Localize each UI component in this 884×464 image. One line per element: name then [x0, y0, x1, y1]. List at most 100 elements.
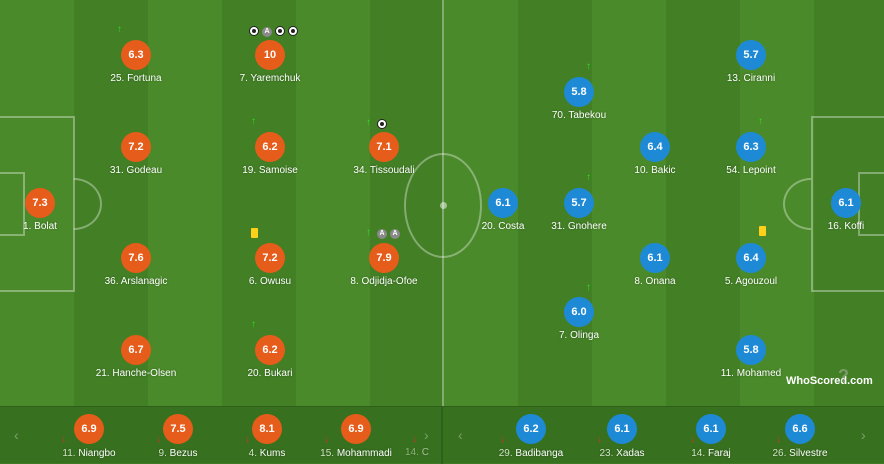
player-away-rb[interactable]: 5.8 11. Mohamed [696, 335, 806, 379]
rating-badge: 6.1 [696, 414, 726, 444]
arrow-down-icon: ↓ [61, 434, 66, 445]
sub-home-1[interactable]: 6.9 11. Niangbo [34, 414, 144, 459]
ball-icon [377, 119, 387, 132]
rating-badge: 6.1 [640, 243, 670, 273]
sub-home-5[interactable]: 14. C [405, 447, 465, 458]
player-home-rb[interactable]: 6.3 25. Fortuna [81, 40, 191, 84]
rating-badge: 6.1 [607, 414, 637, 444]
player-name: 20. Bukari [247, 368, 293, 379]
arrow-up-icon: ↑ [366, 117, 371, 128]
chevron-left-icon[interactable]: ‹ [14, 427, 19, 443]
rating-badge: 5.7 [736, 40, 766, 70]
arrow-down-icon: ↓ [412, 434, 417, 445]
player-name: 7. Olinga [558, 330, 600, 341]
arrow-up-icon: ↑ [366, 227, 371, 238]
player-away-cb1[interactable]: 6.3 54. Lepoint [696, 132, 806, 176]
player-away-am[interactable]: 5.7 31. Gnohere [524, 188, 634, 232]
player-name: 21. Hanche-Olsen [95, 368, 177, 379]
player-away-cm2[interactable]: 6.1 8. Onana [600, 243, 710, 287]
center-circle [404, 153, 482, 258]
player-name: 25. Fortuna [110, 73, 162, 84]
player-name: 14. C [405, 447, 429, 458]
player-name: 11. Niangbo [62, 448, 116, 459]
arrow-down-icon: ↓ [245, 434, 250, 445]
player-home-st2[interactable]: 7.9 8. Odjidja-Ofoe [329, 243, 439, 287]
ball-icon [275, 26, 285, 39]
player-home-cm1[interactable]: 6.2 19. Samoise [215, 132, 325, 176]
player-home-lm[interactable]: 6.2 20. Bukari [215, 335, 325, 379]
player-name: 70. Tabekou [551, 110, 607, 121]
player-away-cb2[interactable]: 6.4 5. Agouzoul [696, 243, 806, 287]
yellow-card-icon [759, 226, 766, 239]
sub-away-1[interactable]: 6.2 29. Badibanga [476, 414, 586, 459]
player-home-cb1[interactable]: 7.2 31. Godeau [81, 132, 191, 176]
yellow-card-icon [251, 228, 258, 241]
pitch: 7.3 1. Bolat 6.3 25. Fortuna 7.2 31. God… [0, 0, 884, 406]
player-home-cm2[interactable]: 7.2 6. Owusu [215, 243, 325, 287]
rating-badge: 7.3 [25, 188, 55, 218]
rating-badge: 5.8 [564, 77, 594, 107]
player-away-lb[interactable]: 5.7 13. Ciranni [696, 40, 806, 84]
arrow-down-icon: ↓ [690, 434, 695, 445]
player-name: 26. Silvestre [772, 448, 828, 459]
sub-away-4[interactable]: 6.6 26. Silvestre [745, 414, 855, 459]
player-away-w1[interactable]: 5.8 70. Tabekou [524, 77, 634, 121]
rating-badge: 6.7 [121, 335, 151, 365]
logo-mark-icon: ? [838, 366, 849, 386]
player-home-st1[interactable]: 7.1 34. Tissoudali [329, 132, 439, 176]
sub-home-2[interactable]: 7.5 9. Bezus [123, 414, 233, 459]
player-home-gk[interactable]: 7.3 1. Bolat [0, 188, 95, 232]
player-name: 23. Xadas [599, 448, 645, 459]
ball-icon [249, 26, 259, 39]
rating-badge: 6.1 [488, 188, 518, 218]
center-spot [440, 202, 447, 209]
rating-badge: 7.6 [121, 243, 151, 273]
player-name: 5. Agouzoul [724, 276, 778, 287]
ball-icon [288, 26, 298, 39]
arrow-down-icon: ↓ [776, 434, 781, 445]
player-name: 15. Mohammadi [320, 448, 392, 459]
arrow-up-icon: ↑ [251, 116, 256, 127]
player-away-gk[interactable]: 6.1 16. Koffi [791, 188, 884, 232]
assist-icon: A [262, 26, 272, 37]
player-away-st[interactable]: 6.1 20. Costa [448, 188, 558, 232]
rating-badge: 6.0 [564, 297, 594, 327]
sub-home-3[interactable]: 8.1 4. Kums [212, 414, 322, 459]
arrow-up-icon: ↑ [586, 172, 591, 183]
rating-badge: 6.3 [121, 40, 151, 70]
player-home-cb2[interactable]: 7.6 36. Arslanagic [81, 243, 191, 287]
rating-badge: 6.4 [640, 132, 670, 162]
player-name: 20. Costa [481, 221, 525, 232]
player-name: 8. Onana [634, 276, 676, 287]
chevron-right-icon[interactable]: › [424, 427, 429, 443]
rating-badge: 7.1 [369, 132, 399, 162]
arrow-up-icon: ↑ [758, 116, 763, 127]
rating-badge: 7.9 [369, 243, 399, 273]
player-name: 19. Samoise [242, 165, 298, 176]
player-home-lb[interactable]: 6.7 21. Hanche-Olsen [81, 335, 191, 379]
player-name: 4. Kums [248, 448, 286, 459]
player-home-rm[interactable]: 10 7. Yaremchuk [215, 40, 325, 84]
player-away-w2[interactable]: 6.0 7. Olinga [524, 297, 634, 341]
arrow-up-icon: ↑ [586, 61, 591, 72]
arrow-down-icon: ↓ [156, 434, 161, 445]
rating-badge: 5.8 [736, 335, 766, 365]
player-name: 14. Faraj [691, 448, 731, 459]
rating-badge: 10 [255, 40, 285, 70]
sub-away-2[interactable]: 6.1 23. Xadas [567, 414, 677, 459]
arrow-down-icon: ↓ [597, 434, 602, 445]
player-away-cm1[interactable]: 6.4 10. Bakic [600, 132, 710, 176]
sub-away-3[interactable]: 6.1 14. Faraj [656, 414, 766, 459]
chevron-left-icon[interactable]: ‹ [458, 427, 463, 443]
player-name: 31. Godeau [109, 165, 163, 176]
arrow-down-icon: ↓ [500, 434, 505, 445]
penalty-area-right [811, 116, 884, 292]
whoscored-logo: WhoScored.com [786, 375, 873, 387]
sub-home-4[interactable]: 6.9 15. Mohammadi [301, 414, 411, 459]
player-name: 16. Koffi [827, 221, 865, 232]
chevron-right-icon[interactable]: › [861, 427, 866, 443]
rating-badge: 7.5 [163, 414, 193, 444]
player-name: 9. Bezus [158, 448, 198, 459]
rating-badge: 5.7 [564, 188, 594, 218]
player-name: 29. Badibanga [498, 448, 564, 459]
